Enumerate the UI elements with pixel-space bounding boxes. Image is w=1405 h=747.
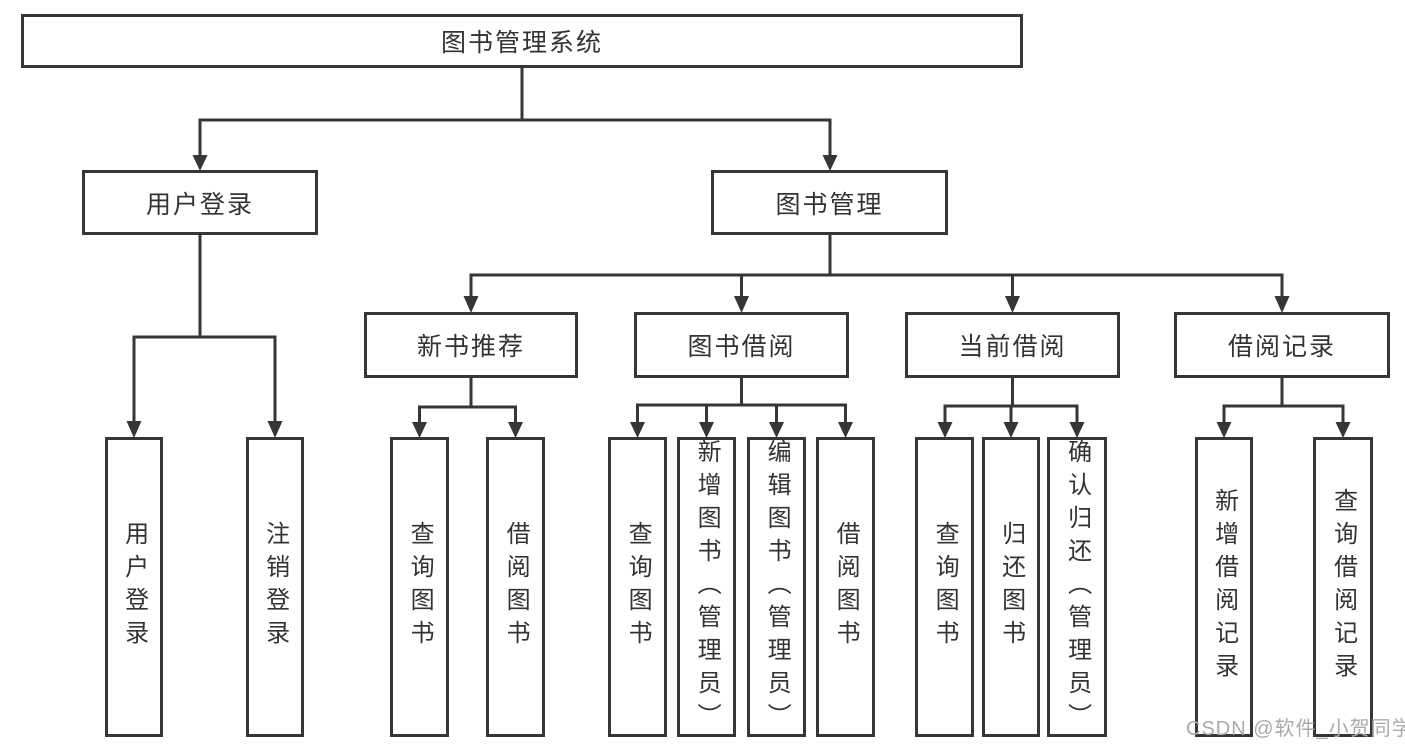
- connector-book-mgmt-to-level3: [463, 235, 1290, 313]
- node-current-borrow: 当前借阅: [905, 312, 1120, 378]
- node-book-borrow: 图书借阅: [634, 312, 849, 378]
- connector-current-borrow-to-leaves: [937, 378, 1085, 438]
- node-label: 查询借阅记录: [1329, 488, 1357, 686]
- node-label: 用户登录: [120, 521, 148, 653]
- node-label: 查询图书: [406, 521, 434, 653]
- node-label: 注销登录: [261, 521, 289, 653]
- node-label: 确认归还（管理员）: [1063, 438, 1091, 736]
- connector-book-borrow-to-leaves: [630, 378, 853, 438]
- node-leaf-logout: 注销登录: [246, 437, 304, 737]
- node-leaf-query-borrow-record: 查询借阅记录: [1313, 437, 1373, 737]
- node-label: 借阅图书: [502, 521, 530, 653]
- node-label: 借阅图书: [832, 521, 860, 653]
- node-new-book-recommend: 新书推荐: [364, 312, 578, 378]
- node-label: 借阅记录: [1227, 333, 1336, 361]
- node-label: 图书管理: [775, 190, 884, 219]
- node-borrow-record: 借阅记录: [1174, 312, 1390, 378]
- csdn-watermark: CSDN @软件_小贺同学: [1186, 718, 1405, 740]
- node-label: 查询图书: [624, 521, 652, 653]
- connector-root-to-level2: [192, 68, 838, 171]
- node-library-management-system: 图书管理系统: [21, 14, 1023, 68]
- node-leaf-borrow-query-books: 查询图书: [608, 437, 667, 737]
- node-leaf-newbook-borrow-books: 借阅图书: [486, 437, 545, 737]
- node-book-management: 图书管理: [711, 170, 948, 235]
- node-leaf-confirm-return-admin: 确认归还（管理员）: [1047, 437, 1107, 737]
- connector-new-book-to-leaves: [412, 378, 523, 438]
- node-leaf-return-books: 归还图书: [982, 437, 1040, 737]
- node-user-login: 用户登录: [82, 170, 318, 235]
- node-label: 当前借阅: [958, 333, 1067, 361]
- node-leaf-add-borrow-record: 新增借阅记录: [1195, 437, 1253, 737]
- node-leaf-add-books-admin: 新增图书（管理员）: [677, 437, 736, 737]
- node-leaf-current-query-books: 查询图书: [915, 437, 974, 737]
- node-leaf-borrow-borrow-books: 借阅图书: [816, 437, 875, 737]
- node-label: 新增借阅记录: [1210, 488, 1238, 686]
- connector-user-login-to-leaves: [126, 235, 283, 438]
- node-label: 图书借阅: [687, 333, 796, 361]
- node-leaf-user-login: 用户登录: [105, 437, 163, 737]
- node-label: 新书推荐: [416, 333, 525, 361]
- node-leaf-newbook-query-books: 查询图书: [390, 437, 449, 737]
- node-label: 用户登录: [145, 190, 254, 219]
- node-leaf-edit-books-admin: 编辑图书（管理员）: [747, 437, 806, 737]
- node-label: 查询图书: [931, 521, 959, 653]
- node-label: 编辑图书（管理员）: [763, 438, 791, 736]
- node-label: 新增图书（管理员）: [693, 438, 721, 736]
- node-label: 归还图书: [997, 521, 1025, 653]
- connector-borrow-record-to-leaves: [1216, 378, 1351, 438]
- node-label: 图书管理系统: [440, 29, 603, 57]
